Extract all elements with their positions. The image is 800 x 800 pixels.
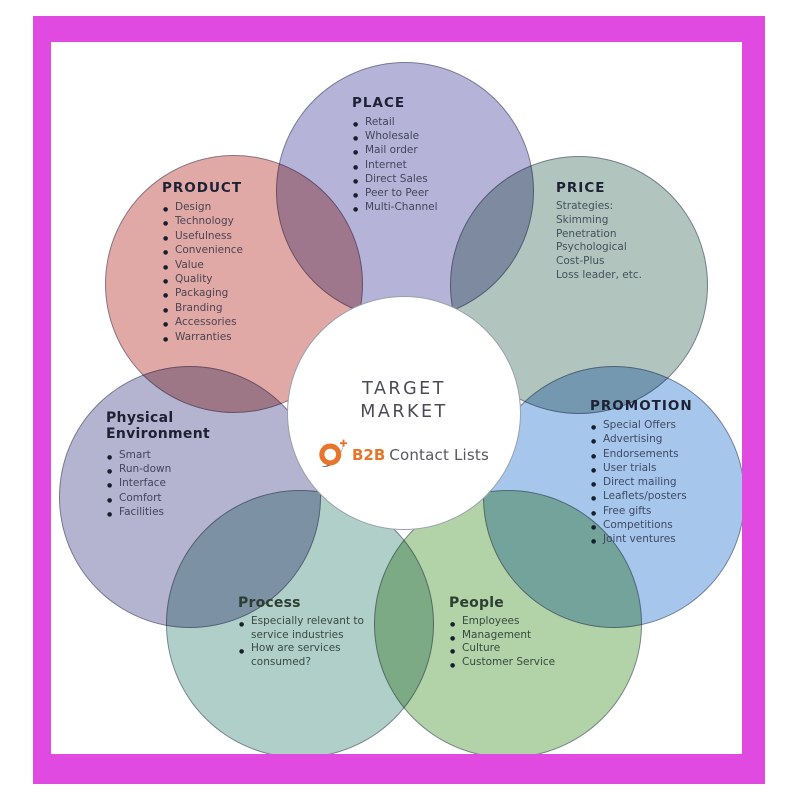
- list-item: Accessories: [162, 315, 243, 333]
- list-item: Mail order: [352, 143, 438, 160]
- list-item: Especially relevant to service industrie…: [238, 615, 374, 642]
- list-item: Design: [162, 200, 243, 218]
- target-market-line1: TARGET: [362, 379, 446, 399]
- logo-b2b-text: B2B: [351, 445, 386, 464]
- list-item: User trials: [590, 461, 693, 479]
- list-item: Peer to Peer: [352, 186, 438, 203]
- list-item: Leaflets/posters: [590, 489, 693, 507]
- list-item: Culture: [449, 642, 555, 658]
- product-title: PRODUCT: [162, 180, 243, 196]
- target-market-label: TARGET MARKET B2B Contact Lists: [302, 378, 506, 470]
- promotion-section: PROMOTION Special OffersAdvertisingEndor…: [590, 398, 693, 550]
- list-item: Direct Sales: [352, 172, 438, 189]
- list-item: Interface: [106, 476, 210, 493]
- physical-environment-list: SmartRun-downInterfaceComfortFacilities: [106, 448, 210, 522]
- list-item: Usefulness: [162, 229, 243, 247]
- place-list: RetailWholesaleMail orderInternetDirect …: [352, 115, 438, 218]
- list-item: Comfort: [106, 491, 210, 508]
- price-title: PRICE: [556, 180, 606, 196]
- list-item: Advertising: [590, 432, 693, 450]
- product-list: DesignTechnologyUsefulnessConvenienceVal…: [162, 200, 243, 348]
- process-title: Process: [238, 595, 301, 611]
- process-list: Especially relevant to service industrie…: [238, 615, 374, 669]
- list-item: Free gifts: [590, 504, 693, 522]
- logo-name-text: Contact Lists: [389, 445, 490, 464]
- list-item: Internet: [352, 158, 438, 175]
- list-item: Value: [162, 258, 243, 276]
- list-item: Special Offers: [590, 418, 693, 436]
- list-item: Facilities: [106, 505, 210, 522]
- list-item: Packaging: [162, 286, 243, 304]
- list-item: Smart: [106, 448, 210, 465]
- product-section: PRODUCT DesignTechnologyUsefulnessConven…: [162, 180, 243, 348]
- list-item: Skimming: [556, 213, 609, 226]
- list-item: Competitions: [590, 518, 693, 536]
- promotion-title: PROMOTION: [590, 398, 693, 414]
- place-section: PLACE RetailWholesaleMail orderInternetD…: [352, 95, 438, 218]
- list-item: Loss leader, etc.: [556, 268, 642, 281]
- list-item: Technology: [162, 214, 243, 232]
- people-list: EmployeesManagementCultureCustomer Servi…: [449, 615, 555, 672]
- list-item: Strategies:: [556, 200, 614, 212]
- list-item: Customer Service: [449, 656, 555, 672]
- list-item: Endorsements: [590, 447, 693, 465]
- list-item: Multi-Channel: [352, 200, 438, 217]
- list-item: Direct mailing: [590, 475, 693, 493]
- physical-environment-title: Physical Environment: [106, 410, 210, 442]
- list-item: Convenience: [162, 243, 243, 261]
- place-title: PLACE: [352, 95, 406, 111]
- target-market-line2: MARKET: [360, 402, 448, 422]
- list-item: Quality: [162, 272, 243, 290]
- list-item: Warranties: [162, 330, 243, 348]
- list-item: Wholesale: [352, 129, 438, 146]
- b2b-logo-icon: [319, 439, 348, 468]
- list-item: Psychological: [556, 241, 627, 254]
- list-item: How are services consumed?: [238, 642, 374, 669]
- target-market-circle: [287, 296, 521, 530]
- list-item: Branding: [162, 301, 243, 319]
- list-item: Penetration: [556, 227, 617, 240]
- list-item: Cost-Plus: [556, 255, 605, 268]
- process-section: Process Especially relevant to service i…: [238, 595, 374, 669]
- list-item: Run-down: [106, 462, 210, 479]
- list-item: Employees: [449, 615, 555, 631]
- people-title: People: [449, 595, 504, 611]
- list-item: Joint ventures: [590, 532, 693, 550]
- promotion-list: Special OffersAdvertisingEndorsementsUse…: [590, 418, 693, 550]
- physical-environment-section: Physical Environment SmartRun-downInterf…: [106, 410, 210, 522]
- list-item: Retail: [352, 115, 438, 132]
- b2b-contact-lists-logo: B2B Contact Lists: [302, 439, 506, 470]
- list-item: Management: [449, 629, 555, 645]
- people-section: People EmployeesManagementCultureCustome…: [449, 595, 555, 672]
